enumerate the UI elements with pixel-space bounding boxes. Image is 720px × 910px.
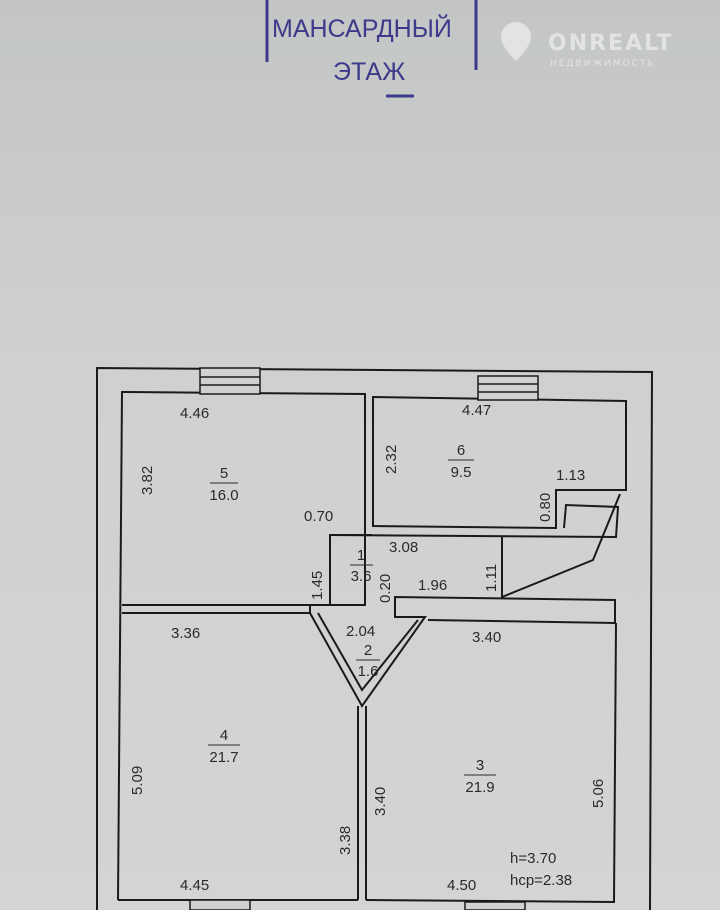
window bbox=[477, 375, 539, 401]
ceiling-height: h=3.70 bbox=[510, 850, 556, 867]
watermark-tagline: НЕДВИЖИМОСТЬ bbox=[550, 59, 656, 69]
window bbox=[189, 899, 251, 910]
dimension-label: 3.40 bbox=[472, 629, 501, 646]
stamp-line2: ЭТАЖ bbox=[333, 58, 405, 86]
room-number: 1 bbox=[357, 547, 365, 564]
stamp-line1: МАНСАРДНЫЙ bbox=[272, 13, 452, 43]
room-area: 9.5 bbox=[451, 464, 472, 481]
room-number: 4 bbox=[220, 727, 228, 744]
room-area: 16.0 bbox=[209, 487, 238, 504]
dimension-label: 1.45 bbox=[309, 571, 326, 600]
windows bbox=[189, 367, 539, 910]
dimension-label: 3.38 bbox=[337, 826, 354, 855]
room-number: 6 bbox=[457, 442, 465, 459]
dimension-label: 5.09 bbox=[129, 766, 146, 795]
dimension-label: 4.47 bbox=[462, 402, 491, 419]
dimension-label: 2.04 bbox=[346, 623, 375, 640]
dimension-label: 1.96 bbox=[418, 577, 447, 594]
window bbox=[464, 901, 526, 910]
window bbox=[199, 367, 261, 395]
stamp: МАНСАРДНЫЙ ЭТАЖ bbox=[265, 0, 478, 98]
dimension-label: 3.36 bbox=[171, 625, 200, 642]
dimension-label: 4.46 bbox=[180, 405, 209, 422]
watermark: ONREALT НЕДВИЖИМОСТЬ bbox=[501, 22, 674, 69]
average-height: hср=2.38 bbox=[510, 872, 572, 889]
dimension-label: 5.06 bbox=[590, 779, 607, 808]
dimension-label: 2.32 bbox=[383, 445, 400, 474]
room-area: 1.6 bbox=[358, 663, 379, 680]
dimension-label: 0.70 bbox=[304, 508, 333, 525]
dimension-label: 0.20 bbox=[377, 574, 394, 603]
room-area: 21.9 bbox=[465, 779, 494, 796]
room-number: 2 bbox=[364, 642, 372, 659]
room-area: 21.7 bbox=[209, 749, 238, 766]
location-pin-logo-icon bbox=[501, 22, 531, 61]
watermark-brand: ONREALT bbox=[548, 31, 674, 56]
room-labels: 5 16.0 6 9.5 1 3.6 2 1.6 4 21.7 3 21.9 bbox=[208, 442, 496, 796]
room-number: 5 bbox=[220, 465, 228, 482]
stamp-border bbox=[265, 0, 478, 70]
dimension-label: 4.50 bbox=[447, 877, 476, 894]
dimension-label: 3.82 bbox=[139, 466, 156, 495]
dimension-label: 1.13 bbox=[556, 467, 585, 484]
dimension-label: 1.11 bbox=[483, 564, 500, 592]
dimension-label: 4.45 bbox=[180, 877, 209, 894]
room-area: 3.6 bbox=[351, 568, 372, 585]
room-number: 3 bbox=[476, 757, 484, 774]
dimensions: 4.46 3.82 4.47 2.32 1.13 0.80 0.70 1.45 … bbox=[129, 402, 607, 894]
dimension-label: 3.08 bbox=[389, 539, 418, 556]
dimension-label: 3.40 bbox=[372, 787, 389, 816]
dimension-label: 0.80 bbox=[537, 493, 554, 522]
